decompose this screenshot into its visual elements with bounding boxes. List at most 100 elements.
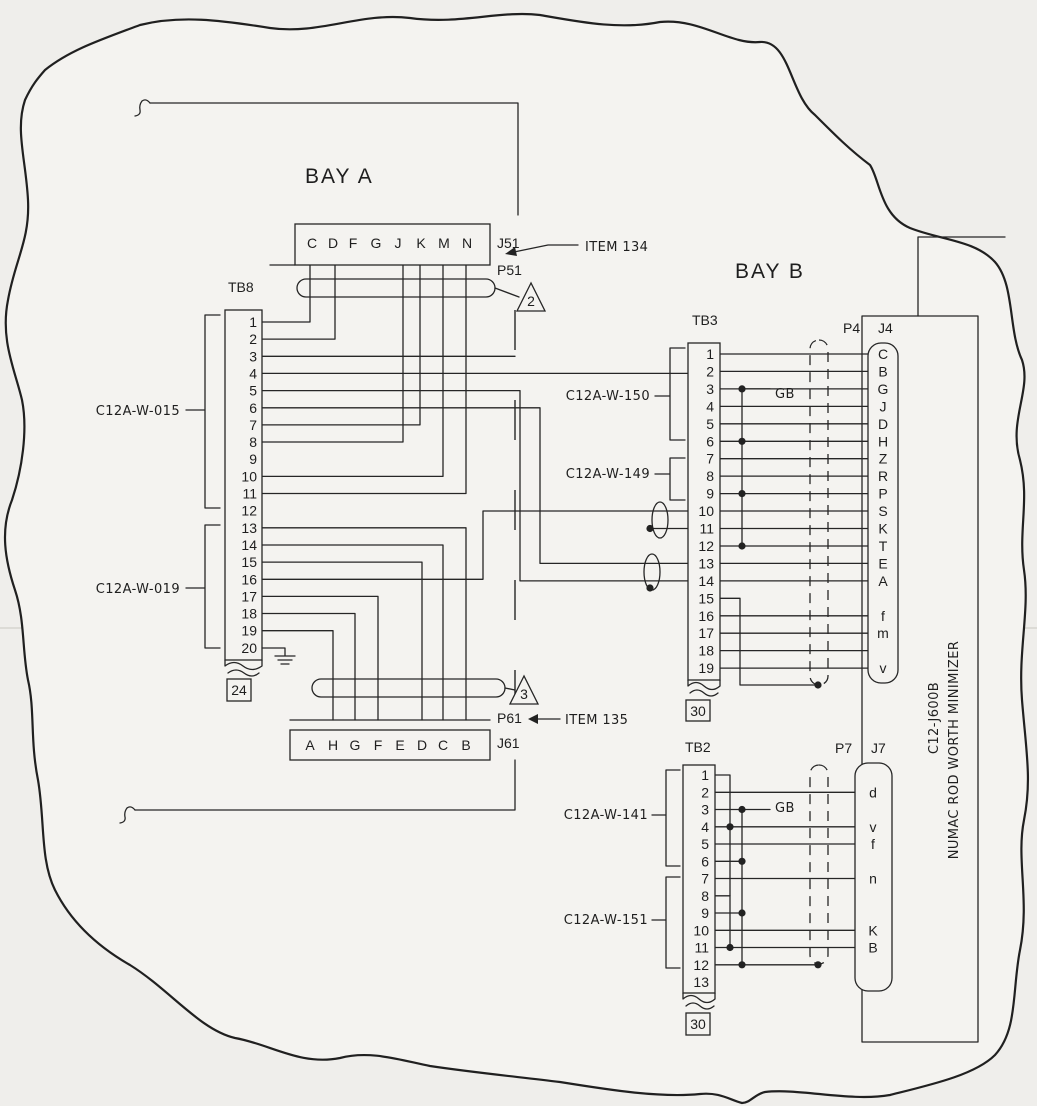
j7-pin-letter: v bbox=[870, 819, 877, 835]
cable-c12a-w-141-label: C12A-W-141 bbox=[564, 808, 648, 823]
module-id-label: C12-J600B bbox=[927, 682, 942, 754]
j51-pin-letter: K bbox=[416, 235, 426, 251]
j51-pin-letter: F bbox=[349, 235, 358, 251]
tb2-terminal-number: 8 bbox=[701, 888, 709, 904]
tb3-ground-label: GB bbox=[775, 387, 795, 402]
tb3-strip bbox=[687, 342, 721, 681]
wire bbox=[714, 774, 731, 949]
tb8-terminal-number: 10 bbox=[241, 468, 257, 484]
tb2-break-mark bbox=[682, 992, 716, 1004]
junction-dot bbox=[738, 961, 746, 969]
tb2-terminal-number: 7 bbox=[701, 871, 709, 887]
tb8-terminal-number: 12 bbox=[241, 503, 257, 519]
tb3-terminal-number: 12 bbox=[698, 538, 714, 554]
p51-plug-label: P51 bbox=[497, 262, 522, 278]
tb3-terminal-number: 6 bbox=[706, 433, 714, 449]
tb2-terminal-number: 10 bbox=[693, 922, 709, 938]
cable-c12a-w-015-bracket bbox=[185, 314, 221, 509]
junction-dot bbox=[738, 857, 746, 865]
j61-note-leader bbox=[504, 687, 516, 691]
cable-c12a-w-019-bracket bbox=[185, 524, 221, 649]
j51-pin-letter: D bbox=[328, 235, 338, 251]
j61-connector-body bbox=[289, 729, 491, 761]
bay-a-bottom-frame-line bbox=[134, 759, 516, 811]
tb2-terminal-number: 9 bbox=[701, 905, 709, 921]
junction-dots bbox=[646, 385, 822, 969]
tb8-label: TB8 bbox=[228, 279, 254, 295]
tb8-terminal-number: 5 bbox=[249, 383, 257, 399]
tb8-terminal-number: 20 bbox=[241, 640, 257, 656]
bay-b-label: BAY B bbox=[735, 260, 805, 283]
tb3-terminal-number: 17 bbox=[698, 625, 714, 641]
j7-pin-letter: B bbox=[868, 940, 877, 956]
wire bbox=[261, 527, 467, 721]
wire bbox=[261, 544, 444, 721]
note-3-number: 3 bbox=[520, 686, 528, 702]
tb8-terminal-number: 18 bbox=[241, 606, 257, 622]
tb2-break-mark-lower bbox=[685, 1002, 715, 1010]
wire bbox=[261, 264, 311, 323]
tb8-terminal-number: 17 bbox=[241, 588, 257, 604]
junction-dot bbox=[726, 943, 734, 952]
tb8-strip bbox=[224, 309, 263, 661]
tb2-terminal-number: 2 bbox=[701, 784, 709, 800]
junction-dot bbox=[738, 490, 746, 498]
wire bbox=[261, 264, 421, 426]
j4-pin-letter: K bbox=[878, 521, 888, 537]
bay-b-frame-line bbox=[917, 236, 1006, 317]
tb3-terminal-number: 15 bbox=[698, 590, 714, 606]
j7-pin-letter: n bbox=[869, 871, 877, 887]
tb8-terminal-number: 4 bbox=[249, 365, 257, 381]
p4-plug-label: P4 bbox=[843, 320, 860, 336]
tb8-total: 24 bbox=[231, 682, 247, 698]
tb8-terminal-number: 11 bbox=[242, 486, 257, 502]
tb3-terminal-number: 2 bbox=[706, 363, 714, 379]
j4-pin-letter: v bbox=[880, 660, 887, 676]
bay-a-top-frame-line bbox=[149, 102, 519, 216]
tb8-terminal-number: 8 bbox=[249, 434, 257, 450]
j61-pin-letter: A bbox=[305, 737, 315, 753]
junction-dot bbox=[738, 385, 746, 393]
j61-pin-letter: B bbox=[461, 737, 470, 753]
wire bbox=[261, 612, 356, 721]
tb3-terminal-number: 4 bbox=[706, 398, 714, 414]
tb8-terminal-number: 14 bbox=[241, 537, 257, 553]
wires bbox=[261, 264, 869, 966]
j7-connector-body bbox=[854, 762, 893, 992]
tb3-pair-shield-1 bbox=[651, 501, 669, 539]
j51-pin-letter: C bbox=[307, 235, 317, 251]
tb3-terminal-number: 9 bbox=[706, 486, 714, 502]
tb8-terminal-number: 15 bbox=[241, 554, 257, 570]
cable-c12a-w-015-label: C12A-W-015 bbox=[96, 404, 180, 419]
tb3-terminal-number: 8 bbox=[706, 468, 714, 484]
j4-pin-letter: R bbox=[878, 468, 888, 484]
junction-dot bbox=[646, 524, 654, 533]
tb2-ground-label: GB bbox=[775, 801, 795, 816]
j51-pin-letter: N bbox=[462, 235, 472, 251]
junction-dot bbox=[814, 681, 822, 689]
j7-pin-letter: K bbox=[868, 922, 878, 938]
wire bbox=[261, 264, 404, 443]
tb8-terminal-number: 13 bbox=[241, 520, 257, 536]
j51-jack-label: J51 bbox=[497, 235, 520, 251]
j4-pin-letter: T bbox=[879, 538, 888, 554]
module-name-label: NUMAC ROD WORTH MINIMIZER bbox=[947, 641, 962, 860]
p7-plug-label: P7 bbox=[835, 740, 852, 756]
tb3-terminal-number: 1 bbox=[706, 346, 714, 362]
j51-note-leader bbox=[494, 287, 520, 298]
item-135-arrowhead bbox=[528, 714, 538, 724]
j4-pin-letter: P bbox=[878, 486, 887, 502]
junction-dot bbox=[814, 961, 822, 969]
tb2-terminal-number: 4 bbox=[701, 819, 709, 835]
item-135-label: ITEM 135 bbox=[565, 713, 628, 728]
j51-pin-letter: G bbox=[371, 235, 382, 251]
item-134-arrow-line bbox=[513, 244, 579, 253]
wire bbox=[261, 407, 689, 565]
tb3-total: 30 bbox=[690, 703, 706, 719]
tb3-break-mark-lower bbox=[689, 689, 719, 697]
tb3-terminal-number: 19 bbox=[698, 660, 714, 676]
